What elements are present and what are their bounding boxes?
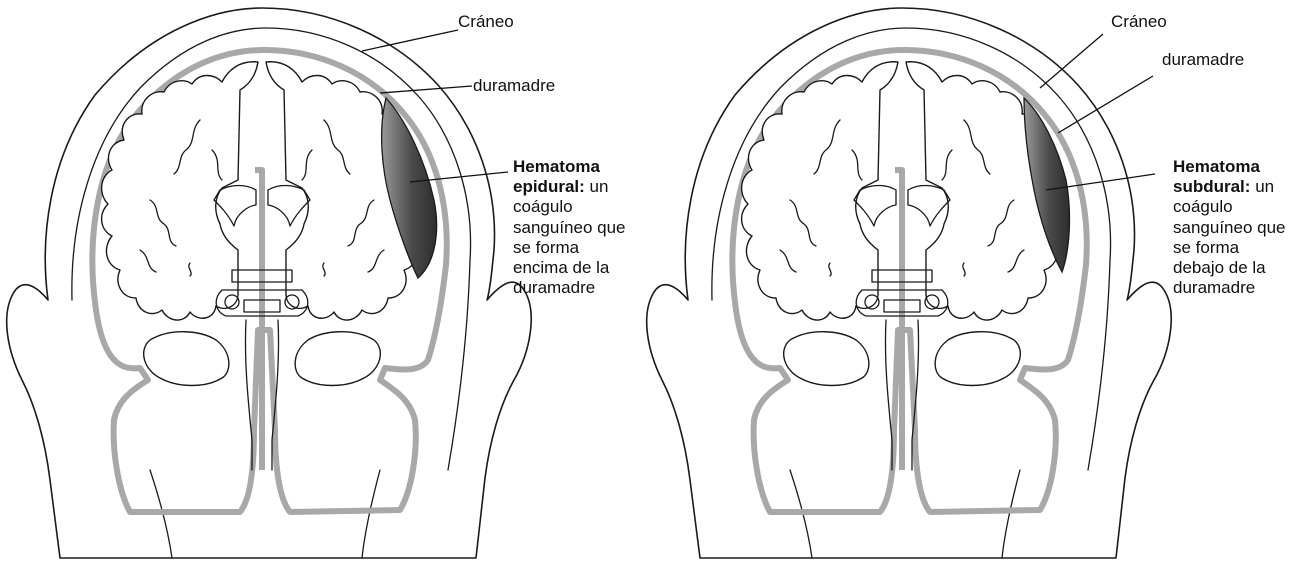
skull-label-right: Cráneo [1111, 12, 1167, 32]
hematoma-desc-right: Hematoma subdural: un coágulo sanguíneo … [1173, 157, 1293, 298]
dura-label-left: duramadre [473, 76, 555, 96]
skull-label-left: Cráneo [458, 12, 514, 32]
hematoma-title-right: Hematoma subdural: [1173, 157, 1260, 196]
head-left [7, 8, 532, 558]
panel-epidural [7, 8, 532, 558]
panel-subdural [647, 8, 1172, 558]
dura-label-right: duramadre [1162, 50, 1244, 70]
head-right [647, 8, 1172, 558]
hematoma-title-left: Hematoma epidural: [513, 157, 600, 196]
hematoma-desc-left: Hematoma epidural: un coágulo sanguíneo … [513, 157, 631, 298]
